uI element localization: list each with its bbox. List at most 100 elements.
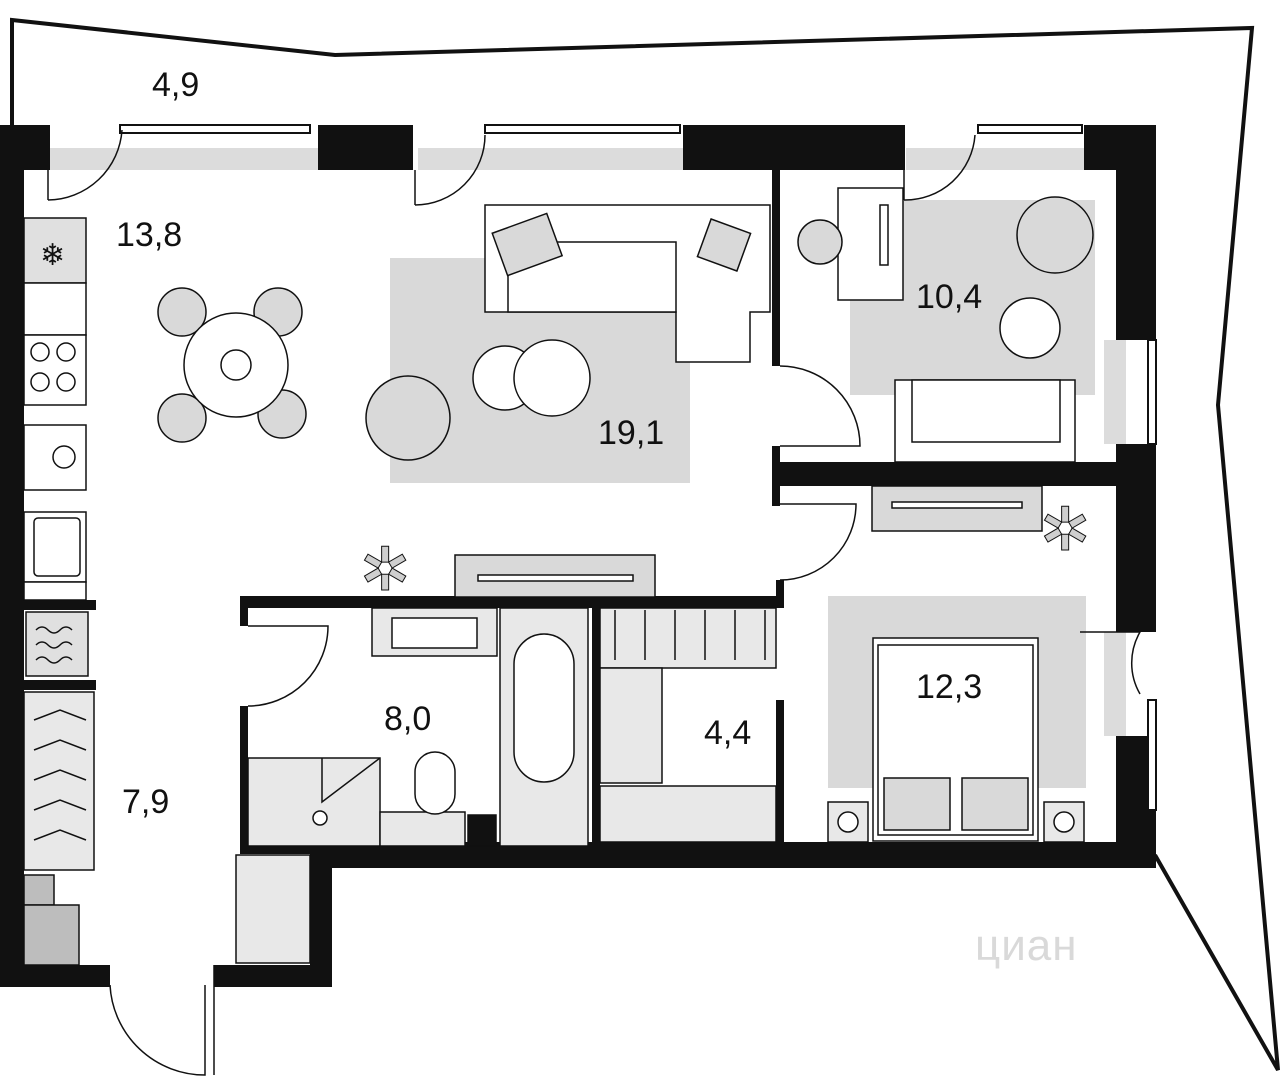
wall (592, 596, 600, 851)
bedroom-1-furniture (797, 187, 1094, 463)
wall (318, 125, 413, 170)
hall-furniture: ✲ ✲ (360, 485, 1091, 604)
wall (1116, 125, 1156, 340)
chair (157, 393, 207, 443)
pillow (883, 777, 951, 831)
stove (23, 334, 87, 406)
sofa-cushion (491, 212, 564, 277)
desk-chair (797, 219, 843, 265)
console-top (477, 574, 634, 582)
window (119, 124, 311, 134)
sofa-seat (911, 379, 1061, 443)
wall (1116, 444, 1156, 632)
room-area-bedroom-2: 12,3 (916, 668, 982, 706)
door-swing (1080, 631, 1142, 695)
living-furniture (365, 204, 771, 461)
bed-frame (877, 644, 1034, 836)
door-swing (109, 984, 206, 1076)
room-area-hall: 7,9 (122, 783, 169, 821)
shaft (23, 874, 55, 906)
wall (776, 580, 784, 608)
wall (772, 462, 1116, 486)
radiator (906, 148, 1084, 170)
burner (30, 372, 50, 392)
room-labels: 4,9 13,8 19,1 10,4 8,0 4,4 12,3 7,9 (116, 66, 982, 821)
washer (25, 611, 89, 677)
shaft (23, 904, 80, 966)
radiator (1104, 340, 1126, 444)
radiator (1104, 632, 1126, 736)
doors (47, 129, 1142, 1076)
bathroom-furniture (235, 607, 589, 964)
shaft (467, 814, 497, 847)
dining-set (157, 287, 307, 443)
pillow (961, 777, 1029, 831)
radiator (50, 148, 318, 170)
room-area-bathroom: 8,0 (384, 700, 431, 738)
wall (214, 965, 332, 987)
sofa-cushion (696, 218, 752, 272)
watermark-logo: циан (975, 921, 1078, 970)
dish (52, 445, 76, 469)
kitchen-cabinets (23, 217, 95, 966)
window (484, 124, 681, 134)
kitchen-details: ❄ (30, 239, 87, 841)
balcony-outline (10, 17, 1280, 1071)
bedroom-2-furniture (827, 637, 1085, 843)
wall (776, 700, 784, 850)
hanger-icon (33, 709, 87, 841)
monitor (879, 204, 889, 266)
burner (56, 372, 76, 392)
lamp (1053, 811, 1075, 833)
room-area-living: 19,1 (598, 414, 664, 452)
wall (24, 600, 96, 610)
shoe-shelf (599, 667, 663, 784)
wall (772, 168, 780, 366)
shower (247, 757, 381, 847)
closet (23, 691, 95, 871)
hanger-rail (599, 607, 777, 669)
tv (891, 501, 1023, 509)
wall (310, 842, 332, 987)
room-area-wardrobe: 4,4 (704, 714, 751, 752)
lamp (837, 811, 859, 833)
room-area-balcony: 4,9 (152, 66, 199, 104)
bathtub-basin (513, 633, 575, 783)
hanger-icon (614, 610, 766, 660)
room-area-kitchen: 13,8 (116, 216, 182, 254)
snowflake-icon: ❄ (40, 239, 65, 272)
wardrobe-furniture (599, 607, 777, 843)
door-swing (779, 503, 857, 581)
cabinet (23, 581, 87, 601)
wave-icon (35, 626, 73, 664)
armchair (1016, 196, 1094, 274)
toilet (414, 751, 456, 815)
windows (119, 124, 1157, 811)
burner (56, 342, 76, 362)
radiator (418, 148, 683, 170)
cabinet (23, 282, 87, 336)
burner (30, 342, 50, 362)
plate-icon (220, 349, 252, 381)
wall (0, 965, 110, 987)
wall (24, 680, 96, 690)
room-area-bedroom-1: 10,4 (916, 278, 982, 316)
wall (240, 596, 784, 608)
drawer-unit (599, 785, 777, 843)
wall (0, 125, 24, 985)
washbasin-bowl (391, 617, 478, 649)
wall (683, 125, 905, 170)
toilet-tank (379, 811, 466, 847)
door-swing (47, 129, 123, 201)
door-swing (903, 134, 976, 201)
shower-drain (312, 810, 328, 826)
dishwasher (23, 424, 87, 491)
door-swing (779, 365, 861, 447)
window (977, 124, 1083, 134)
desk (837, 187, 904, 301)
coffee-table (513, 339, 591, 417)
window (1147, 699, 1157, 811)
shower-door (321, 757, 381, 804)
door-swing (414, 134, 486, 206)
